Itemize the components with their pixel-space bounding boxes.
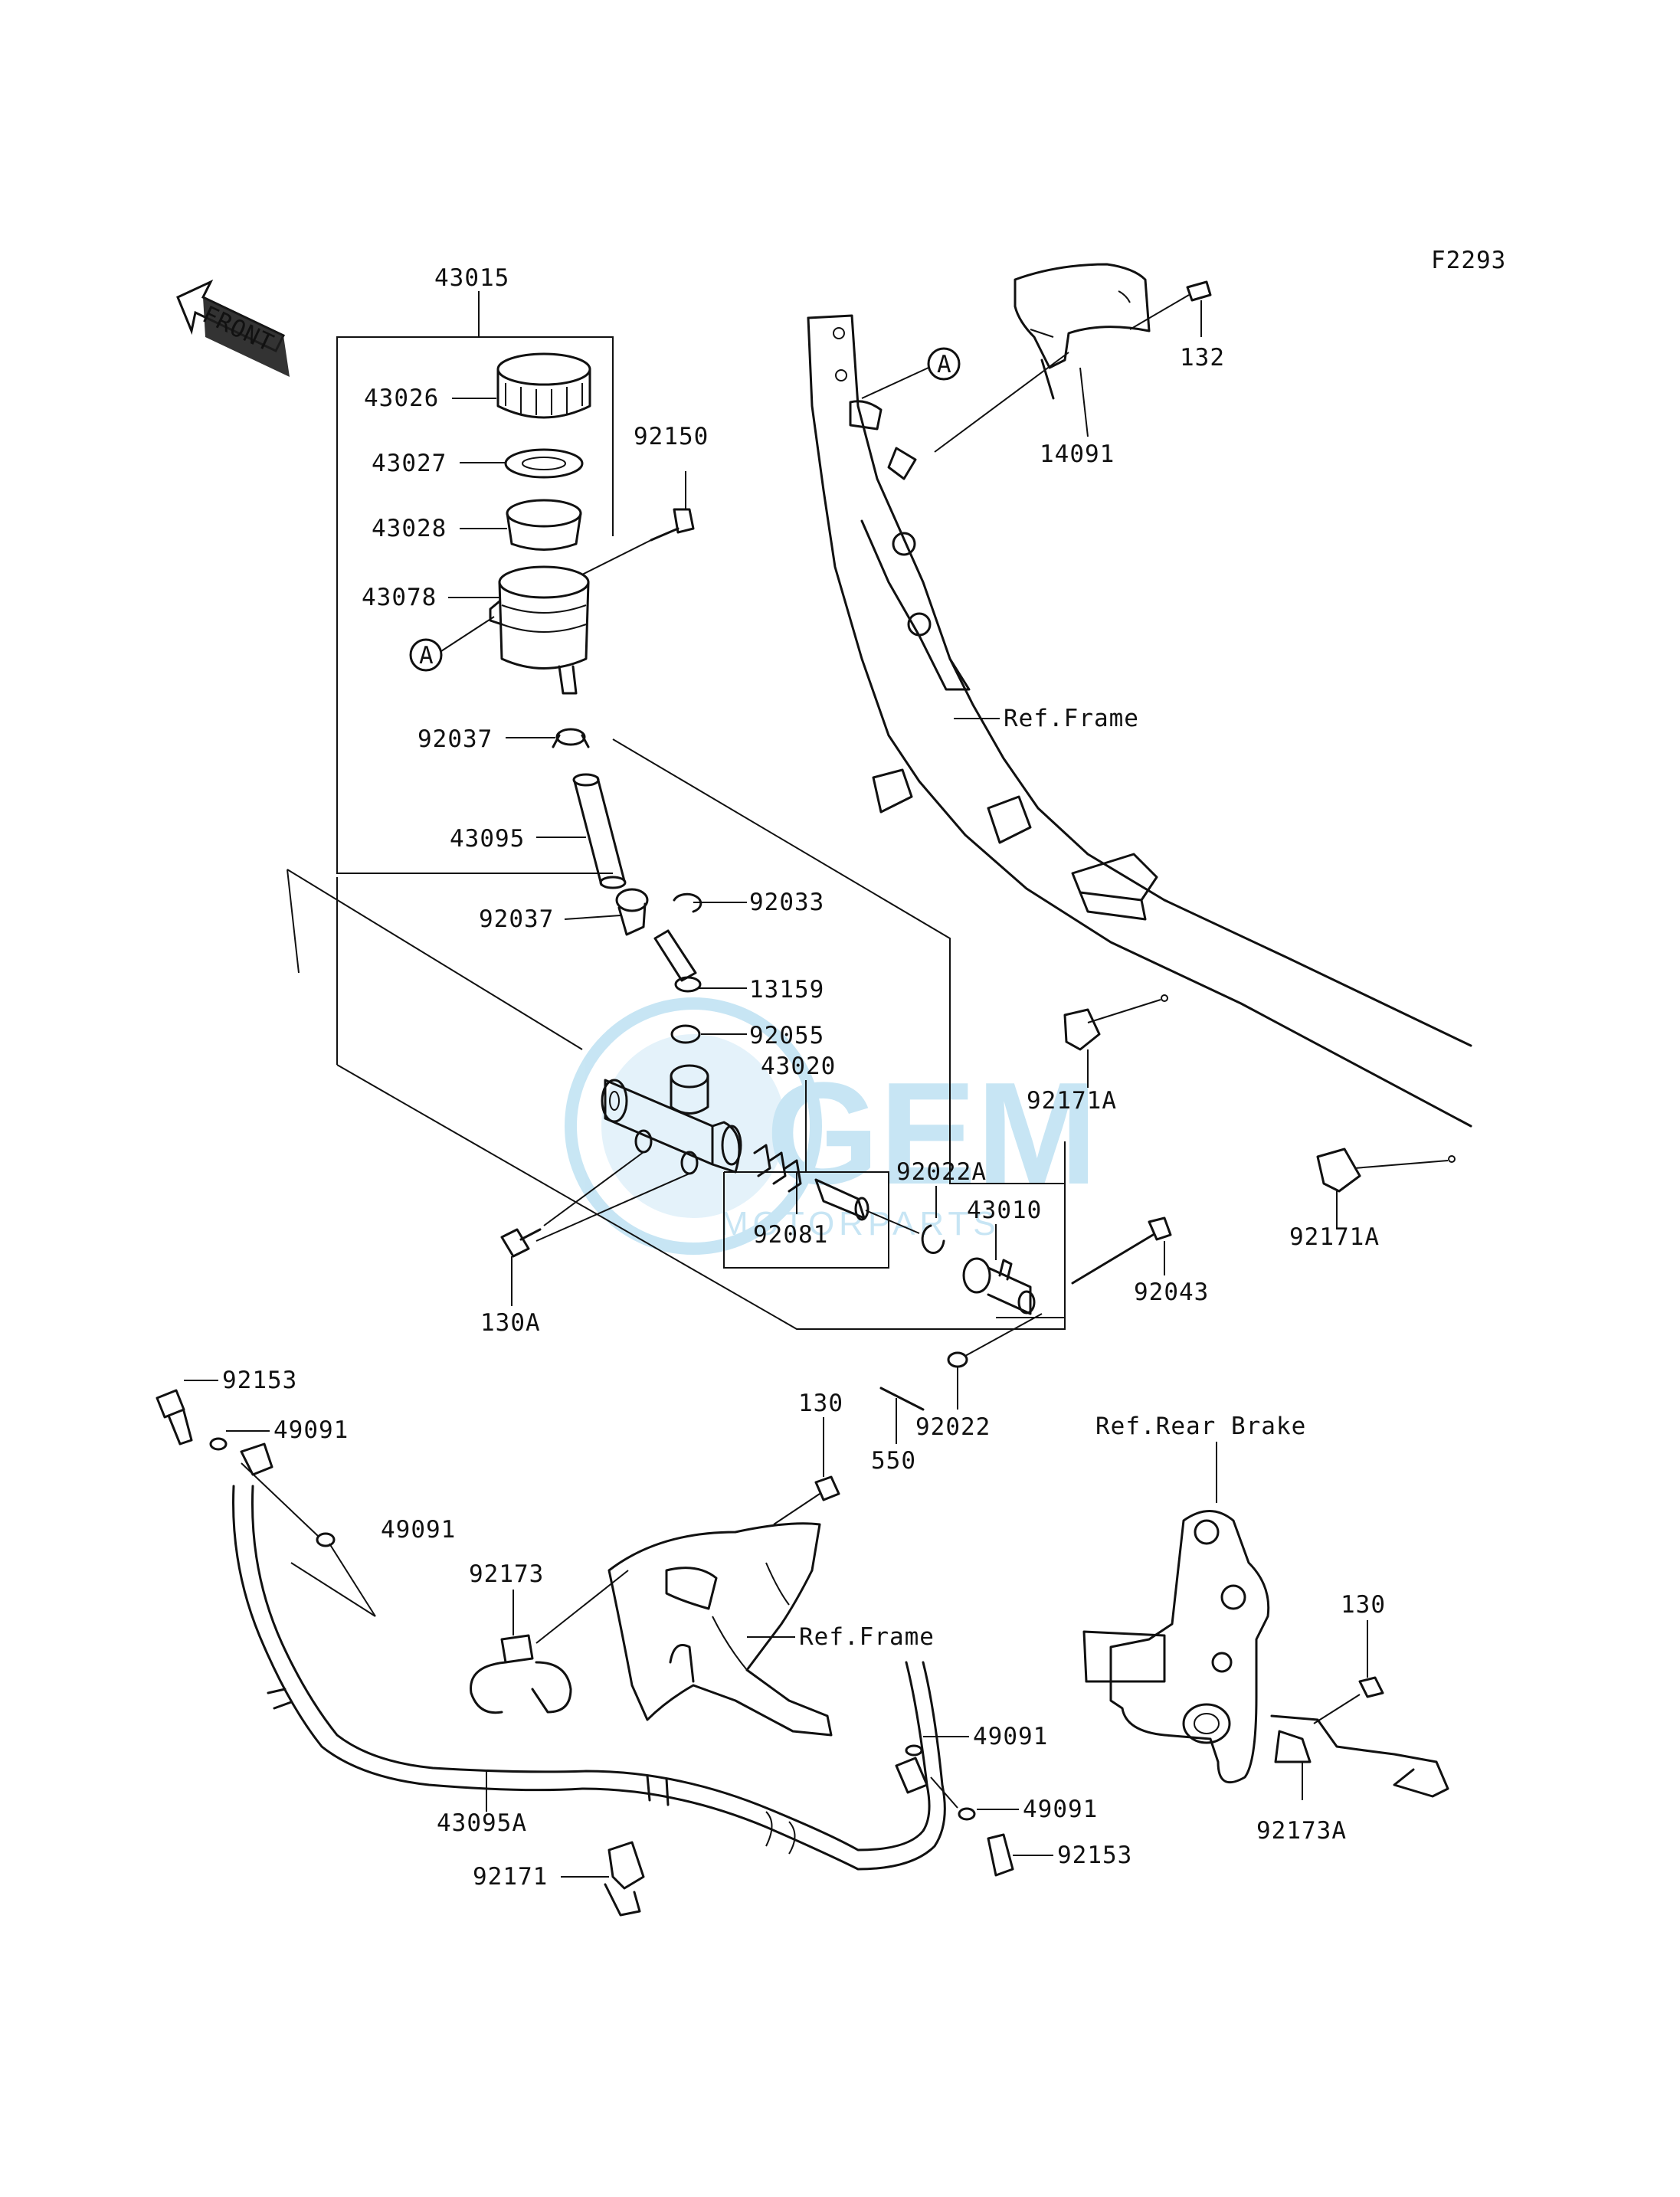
watermark-sub: MOTORPARTS <box>720 1205 1000 1243</box>
gasket-49091-b <box>316 1532 336 1547</box>
cover-14091 <box>934 263 1151 453</box>
o-ring-92055 <box>670 1024 701 1044</box>
label-43027: 43027 <box>372 450 447 477</box>
label-43010: 43010 <box>967 1197 1042 1224</box>
callout-A-lower: A <box>409 616 495 672</box>
label-132: 132 <box>1180 344 1225 372</box>
callout-A-upper: A <box>861 347 961 399</box>
rear-brake-bracket <box>1082 1510 1270 1784</box>
cotter-pin-550 <box>879 1387 925 1411</box>
label-43028: 43028 <box>372 515 447 542</box>
spring-piston <box>753 1144 920 1234</box>
front-arrow-icon: FRONT <box>176 279 290 377</box>
master-cylinder-body <box>535 1064 742 1242</box>
hose-joint-13159 <box>653 929 702 993</box>
label-13159: 13159 <box>749 976 824 1004</box>
frame-upper <box>807 314 1472 1128</box>
labels: 43015 43026 43027 43028 43078 92150 9203… <box>184 264 1386 1891</box>
label-92055: 92055 <box>749 1022 824 1049</box>
clip-92171 <box>604 1841 645 1917</box>
figure-code: F2293 <box>1431 247 1506 274</box>
diaphragm <box>506 499 582 551</box>
label-43015: 43015 <box>434 264 509 292</box>
reservoir-cap <box>496 352 591 419</box>
label-ref-frame-upper: Ref.Frame <box>1004 705 1139 732</box>
label-43078: 43078 <box>362 584 437 611</box>
clip-92171A-lower <box>1316 1148 1456 1229</box>
label-92022A: 92022A <box>896 1158 987 1186</box>
diaphragm-plate <box>504 448 584 479</box>
label-43095: 43095 <box>450 825 525 853</box>
label-92043: 92043 <box>1134 1279 1209 1306</box>
watermark: GEM MOTORPARTS <box>565 997 1098 1255</box>
label-92173: 92173 <box>469 1560 544 1588</box>
brake-hose-43095A <box>232 1442 946 1871</box>
pin-92043 <box>1071 1216 1172 1285</box>
bolt-130-center <box>773 1475 840 1525</box>
label-49091-d: 49091 <box>1023 1796 1098 1823</box>
reservoir-tank <box>489 565 590 695</box>
clamp-92037-lower <box>615 888 649 936</box>
label-92171A-upper: 92171A <box>1027 1087 1117 1115</box>
label-43095A: 43095A <box>437 1809 527 1837</box>
reservoir-hose <box>572 773 627 889</box>
push-rod-43010 <box>962 1257 1036 1315</box>
label-92150: 92150 <box>634 423 709 450</box>
label-550: 550 <box>871 1447 916 1475</box>
label-ref-rear-brake: Ref.Rear Brake <box>1095 1413 1306 1440</box>
label-92171A-lower: 92171A <box>1289 1223 1380 1251</box>
svg-text:A: A <box>419 642 434 670</box>
label-43020: 43020 <box>761 1053 836 1080</box>
circlip-92022A <box>921 1224 945 1254</box>
label-49091-c: 49091 <box>973 1723 1048 1750</box>
label-43026: 43026 <box>364 385 439 412</box>
label-92173A: 92173A <box>1256 1817 1347 1845</box>
bracket-92173A <box>1270 1714 1449 1800</box>
label-92037-upper: 92037 <box>418 725 493 753</box>
washer-92022 <box>947 1313 1043 1368</box>
banjo-bolt-92153-upper <box>156 1389 193 1446</box>
bolt-92150 <box>581 471 695 575</box>
gasket-49091-a <box>209 1437 228 1451</box>
circlip-92033 <box>673 892 702 913</box>
watermark-brand: GEM <box>766 1053 1098 1215</box>
label-130-center: 130 <box>798 1390 843 1417</box>
frame-lower <box>607 1522 833 1737</box>
svg-text:A: A <box>937 351 952 378</box>
label-92153-upper: 92153 <box>222 1367 297 1394</box>
clamp-92037-upper <box>552 728 590 748</box>
clip-92171A-upper <box>1063 994 1168 1088</box>
group-bracket-lines <box>287 291 1066 1330</box>
label-92081: 92081 <box>753 1221 828 1249</box>
label-14091: 14091 <box>1040 440 1115 468</box>
label-92033: 92033 <box>749 889 824 916</box>
bolt-132 <box>1129 280 1212 337</box>
label-49091-a: 49091 <box>273 1416 349 1444</box>
bolt-130-rear <box>1313 1676 1384 1724</box>
label-130-rear: 130 <box>1341 1591 1386 1619</box>
banjo-fitting-lower <box>895 1744 1014 1877</box>
label-92022: 92022 <box>915 1413 991 1441</box>
label-92037-lower: 92037 <box>479 905 554 933</box>
label-130A: 130A <box>480 1309 541 1337</box>
label-49091-b: 49091 <box>381 1516 456 1544</box>
label-ref-frame-lower: Ref.Frame <box>799 1623 935 1651</box>
clamp-92173 <box>470 1570 629 1714</box>
label-92153-lower: 92153 <box>1057 1842 1132 1869</box>
label-92171: 92171 <box>473 1863 548 1891</box>
piston-kit-box <box>723 1080 889 1269</box>
bolt-130A <box>500 1228 542 1258</box>
